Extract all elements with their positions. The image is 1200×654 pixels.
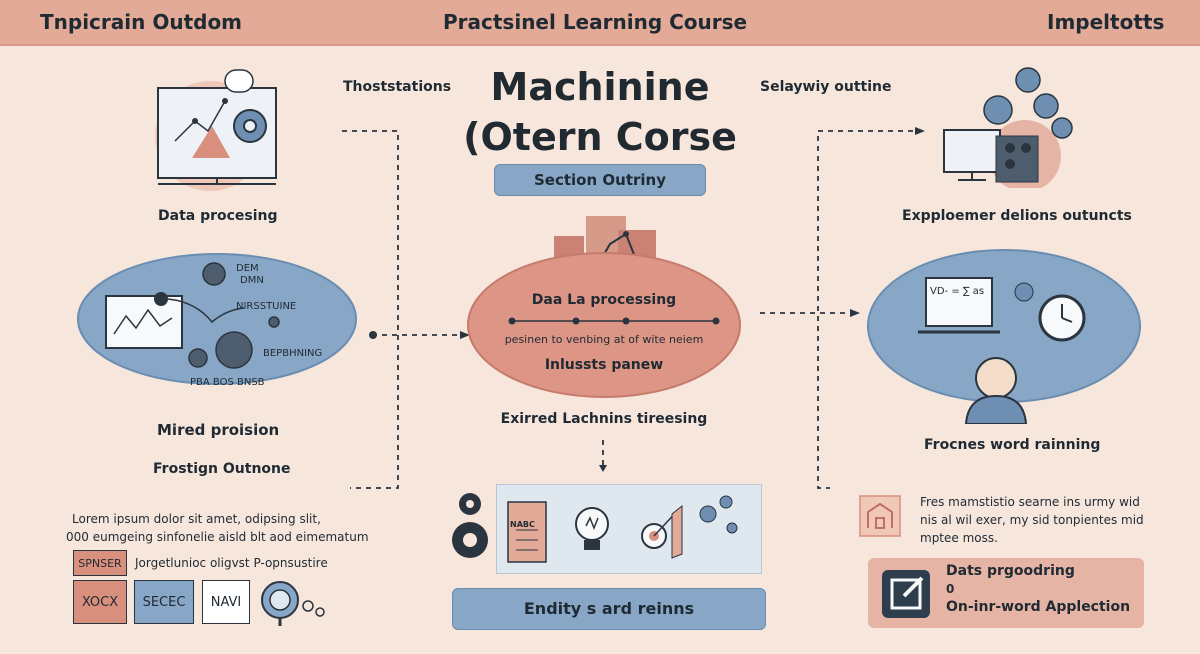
header-center: Practsinel Learning Course [443, 10, 748, 34]
center-bottom-pill: Endity s ard reinns [452, 588, 766, 630]
oval-label-5: PBA BOS BNSB [190, 377, 265, 388]
lorem-line-2: 000 eumgeing sinfonelie aisld blt aod ei… [66, 530, 369, 544]
section-pill: Section Outriny [494, 164, 706, 196]
right-oval [867, 249, 1141, 424]
gear-icon [1051, 117, 1073, 139]
chat-bubble-icon [224, 69, 254, 93]
right-card-line-2: 0 [946, 582, 955, 596]
left-connector [342, 130, 399, 489]
gear-icon [268, 316, 280, 328]
right-oval-label: VD- = ∑ as [930, 286, 985, 297]
left-arrow-head [460, 331, 470, 339]
gear-icon [726, 522, 738, 534]
gear-icon [1015, 67, 1041, 93]
right-top-arrow-head [915, 127, 925, 135]
center-below-caption: Exirred Lachnins tireesing [500, 411, 708, 427]
workstation-illustration [943, 67, 1073, 188]
left-top-caption: Data procesing [158, 208, 278, 224]
right-note-line-2: nis al wil exer, my sid tonpientes mid [920, 513, 1144, 527]
tag-spacer-desc: Jorgetlunioc oligvst P-opnsustire [135, 556, 328, 570]
center-oval-sub: pesinen to venbing at of wite neiem [504, 333, 704, 346]
left-node-dot [369, 331, 377, 339]
right-top-caption: Expploemer delions outuncts [902, 208, 1132, 224]
top-left-label: Thoststations [343, 79, 452, 95]
person-avatar [975, 357, 1017, 399]
gear-icon [202, 262, 226, 286]
lorem-line-1: Lorem ipsum dolor sit amet, odipsing sli… [72, 512, 321, 526]
document-note: NABC [510, 520, 535, 529]
right-connector-down [817, 136, 830, 489]
header-bar [0, 0, 1200, 46]
left-mid-caption: Mired proision [157, 421, 280, 439]
document-icon [507, 501, 547, 563]
title-line-1: Machinine [490, 65, 710, 109]
center-down-arrow-head [599, 465, 607, 472]
right-mid-caption: Frocnes word rainning [924, 437, 1101, 453]
left-bottom-caption: Frostign Outnone [153, 461, 291, 477]
search-magnifier-icon [261, 581, 325, 626]
center-oval [467, 252, 741, 398]
left-oval [77, 253, 357, 385]
gear-icon [699, 505, 717, 523]
right-card-line-3: On-inr-word Applection [946, 599, 1131, 615]
oval-label-3: NIRSSTUINE [236, 301, 297, 312]
right-note-line-1: Fres mamstistio searne ins urmy wid [920, 495, 1140, 509]
top-right-label: Selaywiy outtine [760, 79, 892, 95]
tag-secec[interactable]: SECEC [134, 580, 194, 624]
right-card-line-1: Dats prgoodring [946, 563, 1075, 579]
gears-icon [452, 493, 488, 558]
oval-label-2: DMN [240, 275, 264, 286]
house-icon [859, 495, 901, 537]
gear-icon [983, 95, 1013, 125]
analytics-monitor-illustration [155, 69, 277, 191]
tag-spacer[interactable]: SPNSER [73, 550, 127, 576]
oval-label-1: DEM [236, 263, 259, 274]
right-arrow-head [850, 309, 860, 317]
gear-icon [719, 495, 733, 509]
main-title: Machinine (Otern Corse [430, 62, 770, 162]
monitor-icon [925, 277, 993, 327]
header-left: Tnpicrain Outdom [40, 10, 243, 34]
right-note-line-3: mptee moss. [920, 531, 998, 545]
gear-icon [1014, 282, 1034, 302]
tag-xocx[interactable]: XOCX [73, 580, 127, 624]
tag-navi[interactable]: NAVI [202, 580, 250, 624]
gear-icon [188, 348, 208, 368]
edit-icon [882, 570, 930, 618]
gear-icon [215, 331, 253, 369]
header-right: Impeltotts [1047, 10, 1165, 34]
title-line-2: (Otern Corse [463, 115, 737, 159]
oval-label-4: BEPBHNING [263, 348, 323, 359]
gear-icon [1033, 93, 1059, 119]
chart-screen-icon [105, 295, 183, 349]
center-oval-heading: Daa La processing [531, 292, 677, 308]
center-card-icons [507, 495, 738, 563]
center-oval-foot: Inlussts panew [544, 357, 664, 373]
